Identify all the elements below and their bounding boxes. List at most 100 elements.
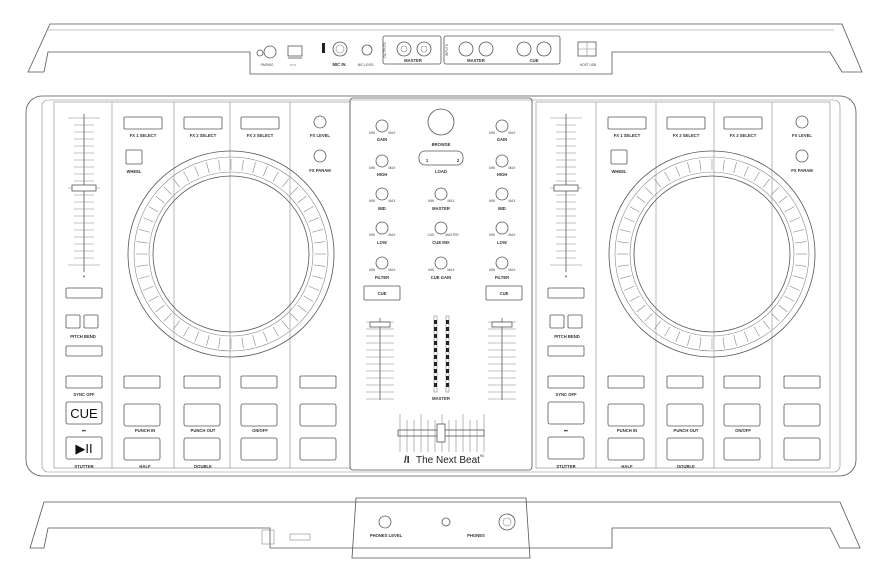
right-cue-select-button[interactable]: CUE bbox=[485, 285, 523, 301]
performance-pad[interactable] bbox=[723, 403, 761, 427]
left-fx-param-knob[interactable] bbox=[313, 149, 327, 163]
cue-mix-knob[interactable]: CUE MIX bbox=[432, 221, 450, 245]
pairing-control[interactable]: PAIRING bbox=[256, 45, 277, 67]
mic-in-jack[interactable]: MIC IN bbox=[322, 41, 348, 67]
left-play-pause-button[interactable]: ▶II bbox=[65, 436, 103, 460]
right-fx-level-knob[interactable] bbox=[795, 115, 809, 129]
right-wheel-button[interactable] bbox=[610, 149, 628, 165]
pad-mode-button[interactable] bbox=[723, 375, 761, 389]
left-pitch-fader[interactable]: + bbox=[68, 114, 100, 279]
left-low-knob[interactable]: LOW bbox=[375, 221, 389, 245]
performance-pad[interactable] bbox=[240, 437, 278, 461]
performance-pad[interactable] bbox=[666, 403, 704, 427]
master-knob[interactable]: MASTER bbox=[432, 187, 450, 211]
right-tempo-range-button[interactable] bbox=[547, 287, 585, 299]
load-buttons[interactable]: 1 2 LOAD bbox=[418, 150, 464, 174]
browse-knob[interactable]: BROWSE bbox=[427, 108, 455, 147]
pad-mode-button[interactable] bbox=[666, 375, 704, 389]
cue-gain-knob[interactable]: CUE GAIN bbox=[431, 256, 451, 280]
performance-pad[interactable] bbox=[183, 437, 221, 461]
left-fx2-select-button[interactable] bbox=[183, 116, 223, 130]
left-sync-button[interactable] bbox=[65, 375, 103, 389]
left-jog-wheel[interactable] bbox=[127, 150, 335, 358]
right-fx-param-knob[interactable] bbox=[795, 149, 809, 163]
pad-mode-button[interactable] bbox=[240, 375, 278, 389]
left-high-knob[interactable]: HIGH bbox=[375, 154, 389, 177]
cue-mix-label: CUE MIX bbox=[432, 240, 450, 245]
phones-level-knob[interactable]: PHONES LEVEL bbox=[370, 515, 403, 538]
right-fx3-select-button[interactable] bbox=[723, 116, 763, 130]
phones-mini-jack[interactable] bbox=[441, 517, 451, 527]
left-gain-knob[interactable]: GAIN bbox=[375, 119, 389, 142]
right-high-knob[interactable]: HIGH bbox=[495, 154, 509, 177]
performance-pad[interactable] bbox=[123, 403, 161, 427]
right-channel-fader[interactable] bbox=[488, 318, 516, 400]
pad-mode-button[interactable] bbox=[783, 375, 821, 389]
left-fx3-select-button[interactable] bbox=[240, 116, 280, 130]
right-cue-button[interactable] bbox=[547, 401, 585, 425]
pad-mode-button[interactable] bbox=[299, 375, 337, 389]
performance-pad[interactable] bbox=[783, 437, 821, 461]
jog-wheel-segment bbox=[206, 335, 210, 346]
right-fx2-select-button[interactable] bbox=[666, 116, 706, 130]
right-pitch-fader[interactable]: + bbox=[550, 114, 582, 279]
performance-pad[interactable] bbox=[299, 403, 337, 427]
input-master-left-jack[interactable] bbox=[458, 41, 474, 57]
left-mid-knob[interactable]: MID bbox=[375, 187, 389, 211]
power-port[interactable]: ⏻ ⇋ bbox=[287, 45, 303, 67]
right-gain-knob[interactable]: GAIN bbox=[495, 119, 509, 142]
right-mid-knob[interactable]: MID bbox=[495, 187, 509, 211]
left-cue-select-button[interactable]: CUE bbox=[363, 285, 401, 301]
phones-jack[interactable] bbox=[498, 513, 516, 531]
performance-pad[interactable] bbox=[783, 403, 821, 427]
jog-wheel-segment bbox=[148, 206, 159, 213]
output-master-right-jack[interactable] bbox=[416, 41, 432, 57]
right-sync-button[interactable] bbox=[547, 375, 585, 389]
right-low-knob[interactable]: LOW bbox=[495, 221, 509, 245]
cue-gain-label: CUE GAIN bbox=[431, 275, 451, 280]
jog-wheel-segment bbox=[699, 159, 702, 171]
jog-wheel-segment bbox=[675, 166, 681, 177]
performance-pad[interactable] bbox=[183, 403, 221, 427]
pad-mode-button[interactable] bbox=[607, 375, 645, 389]
mixer: BROWSE 1 2 LOAD GAIN HIGH MID LOW FILTER bbox=[363, 108, 523, 466]
left-fx-level-knob[interactable] bbox=[313, 115, 327, 129]
left-shift-button[interactable] bbox=[65, 345, 103, 357]
left-channel-fader[interactable] bbox=[366, 318, 394, 400]
knob-min-label: MIN bbox=[428, 199, 435, 203]
input-cue-right-jack[interactable] bbox=[536, 41, 552, 57]
left-cue-button[interactable]: CUE bbox=[65, 401, 103, 425]
svg-text:⏻ ⇋: ⏻ ⇋ bbox=[290, 63, 296, 67]
left-stutter-label: STUTTER bbox=[74, 464, 93, 469]
left-pitch-bend-buttons[interactable]: PITCH BEND bbox=[65, 314, 99, 339]
right-jog-wheel[interactable] bbox=[608, 150, 816, 358]
left-tempo-range-button[interactable] bbox=[65, 287, 103, 299]
jog-wheel-segment bbox=[272, 171, 279, 182]
performance-pad[interactable] bbox=[123, 437, 161, 461]
meter-segment bbox=[446, 341, 449, 345]
crossfader[interactable] bbox=[397, 414, 485, 452]
performance-pad[interactable] bbox=[723, 437, 761, 461]
left-filter-knob[interactable]: FILTER bbox=[375, 256, 389, 280]
left-fx2-select-label: FX 2 SELECT bbox=[190, 133, 217, 138]
meter-segment bbox=[446, 348, 449, 352]
performance-pad[interactable] bbox=[666, 437, 704, 461]
host-usb-port[interactable]: HOST USB bbox=[577, 41, 597, 67]
pad-mode-button[interactable] bbox=[183, 375, 221, 389]
right-play-pause-button[interactable] bbox=[547, 436, 585, 460]
right-shift-button[interactable] bbox=[547, 345, 585, 357]
performance-pad[interactable] bbox=[240, 403, 278, 427]
pad-mode-button[interactable] bbox=[123, 375, 161, 389]
input-cue-left-jack[interactable] bbox=[516, 41, 532, 57]
performance-pad[interactable] bbox=[607, 403, 645, 427]
mic-level-knob[interactable]: MIC LEVEL bbox=[358, 44, 375, 67]
right-pitch-bend-buttons[interactable]: PITCH BEND bbox=[549, 314, 583, 339]
left-fx1-select-button[interactable] bbox=[123, 116, 163, 130]
left-wheel-button[interactable] bbox=[125, 149, 143, 165]
input-master-right-jack[interactable] bbox=[478, 41, 494, 57]
right-filter-knob[interactable]: FILTER bbox=[495, 256, 509, 280]
performance-pad[interactable] bbox=[607, 437, 645, 461]
right-fx1-select-button[interactable] bbox=[607, 116, 647, 130]
output-master-left-jack[interactable] bbox=[396, 41, 412, 57]
performance-pad[interactable] bbox=[299, 437, 337, 461]
